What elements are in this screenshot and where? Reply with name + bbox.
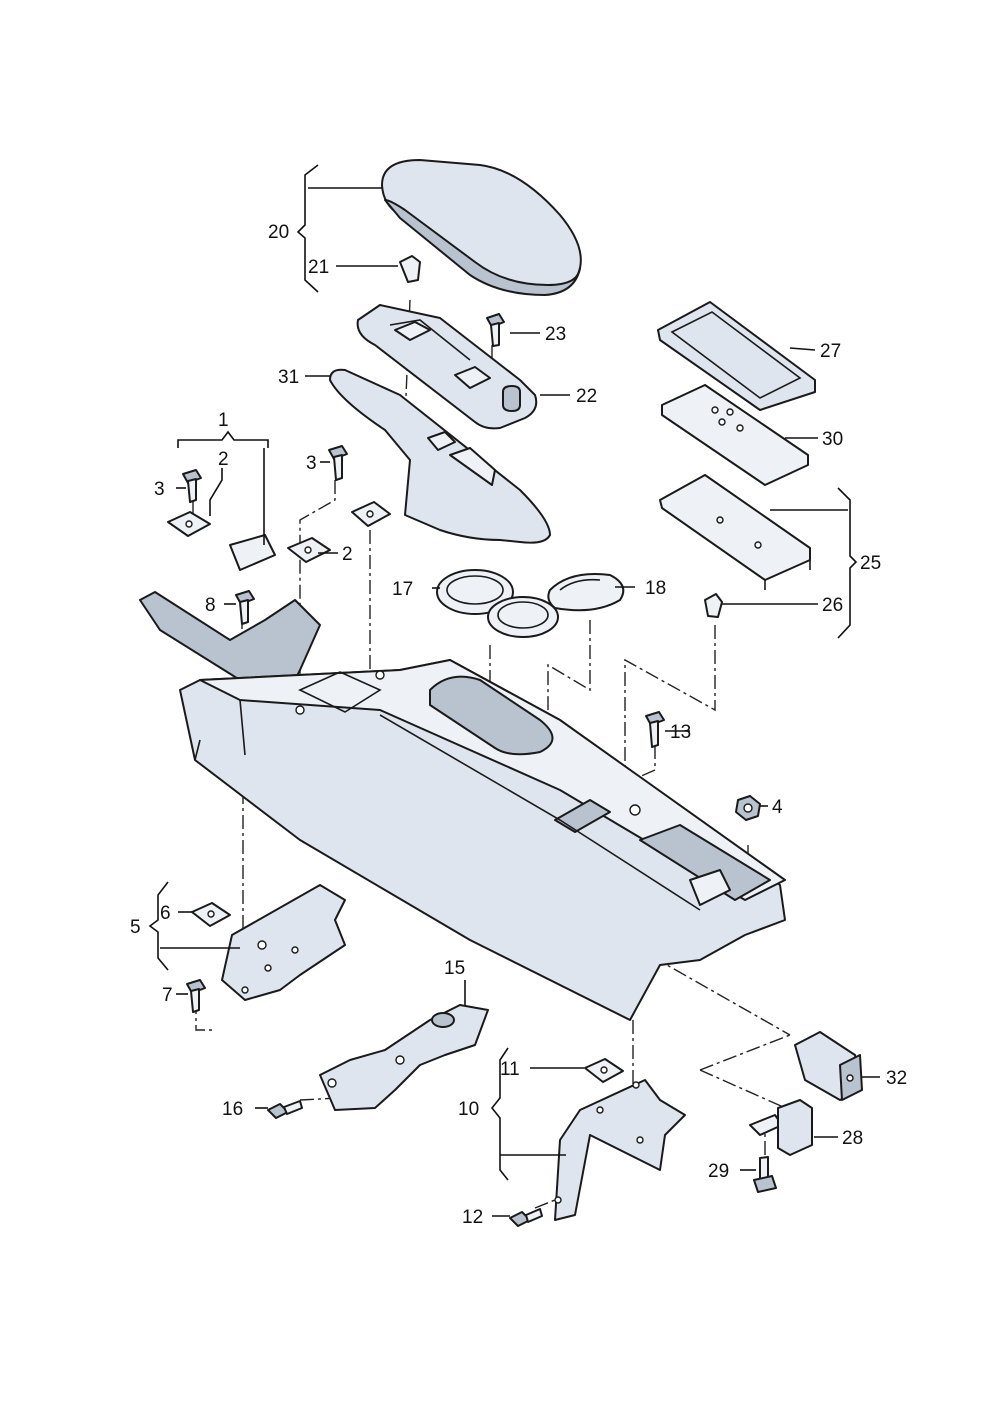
holder-28 (749, 1099, 813, 1156)
callout-13: 13 (670, 722, 691, 743)
callout-3-left: 3 (154, 479, 165, 500)
callout-1: 1 (218, 410, 229, 431)
callout-23: 23 (545, 324, 566, 345)
callout-7: 7 (162, 985, 173, 1006)
callout-11: 11 (500, 1059, 520, 1080)
callout-labels: 20 21 23 22 31 27 30 25 26 1 2 3 3 2 8 1… (130, 222, 907, 1228)
nut-clip-2-left (167, 511, 211, 537)
callout-25: 25 (860, 553, 881, 574)
callout-32: 32 (886, 1068, 907, 1089)
screw-3-left (182, 469, 202, 503)
bracket-15 (319, 1004, 489, 1111)
bracket-10 (554, 1079, 686, 1221)
bracket-5 (221, 884, 346, 1001)
insert-30 (661, 384, 809, 486)
callout-21: 21 (308, 257, 329, 278)
callout-29: 29 (708, 1161, 729, 1182)
clip-11 (584, 1058, 624, 1083)
nut-4 (735, 795, 761, 821)
callout-27: 27 (820, 341, 841, 362)
callout-2-right: 2 (342, 544, 353, 565)
callout-15: 15 (444, 958, 465, 979)
callout-10: 10 (458, 1099, 479, 1120)
callout-5: 5 (130, 917, 141, 938)
screw-7 (186, 979, 206, 1013)
screw-13 (645, 711, 665, 748)
callout-30: 30 (822, 429, 843, 450)
cupholder-mats-17 (436, 569, 559, 638)
trim-cover (329, 368, 551, 544)
screw-12 (509, 1208, 543, 1227)
screw-29 (753, 1156, 777, 1193)
callout-31: 31 (278, 367, 299, 388)
callout-2-left: 2 (218, 449, 229, 470)
leader-lines (148, 164, 880, 1217)
callout-6: 6 (160, 903, 171, 924)
clip-6 (191, 902, 231, 927)
nut-clip-2-right (287, 501, 391, 563)
callout-4: 4 (772, 797, 783, 818)
callout-17: 17 (392, 579, 413, 600)
tray-25 (659, 474, 811, 590)
callout-16: 16 (222, 1099, 243, 1120)
callout-20: 20 (268, 222, 289, 243)
mat-27 (657, 301, 816, 411)
callout-26: 26 (822, 595, 843, 616)
clip-21 (399, 255, 421, 283)
callout-12: 12 (462, 1207, 483, 1228)
callout-3-right: 3 (306, 453, 317, 474)
screw-16 (267, 1100, 303, 1119)
screw-23 (486, 313, 505, 347)
hinge-bracket (356, 304, 538, 430)
callout-18: 18 (645, 578, 666, 599)
callout-22: 22 (576, 386, 597, 407)
screw-3-right (328, 445, 348, 481)
callout-28: 28 (842, 1128, 863, 1149)
module-32 (794, 1031, 863, 1101)
cupholder-insert-18 (547, 573, 625, 612)
console-body (139, 534, 786, 1021)
screw-8 (235, 590, 255, 625)
clip-26 (704, 593, 723, 618)
callout-8: 8 (205, 595, 216, 616)
armrest-lid (381, 159, 582, 296)
